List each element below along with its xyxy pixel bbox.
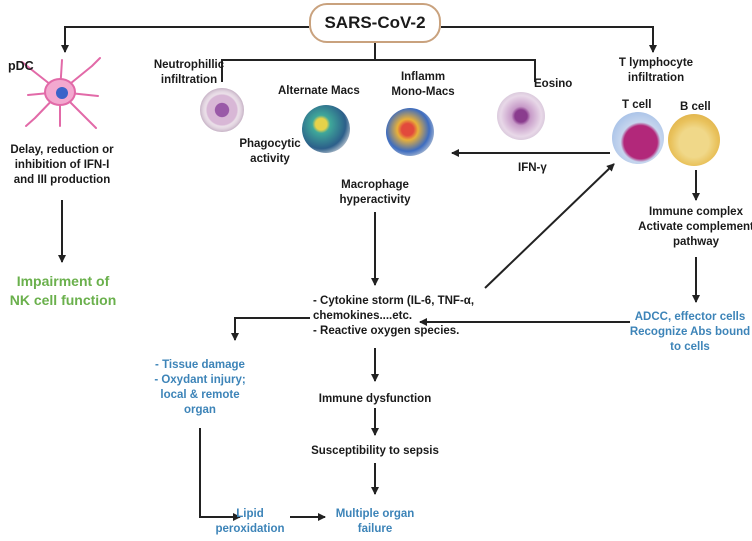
immune-complex-label: Immune complex Activate complement pathw… bbox=[638, 206, 752, 248]
inflamm-mono-macs-label: Inflamm Mono-Macs bbox=[391, 71, 455, 98]
adcc-label: ADCC, effector cells Recognize Abs bound… bbox=[629, 311, 751, 353]
root-node: SARS-CoV-2 bbox=[309, 3, 441, 43]
neutrophil-label: Neutrophillic infiltration bbox=[153, 59, 225, 86]
arrow-storm-to-tcell bbox=[484, 163, 615, 289]
pdc-cell-illustration bbox=[21, 57, 101, 129]
cytokine-storm-label: - Cytokine storm (IL-6, TNF-α, chemokine… bbox=[313, 295, 475, 337]
ifn-gamma-label: IFN-γ bbox=[518, 162, 547, 174]
t-cell bbox=[612, 112, 664, 164]
organ-failure-label: Multiple organ failure bbox=[335, 508, 415, 535]
arrow-storm-to-tissue bbox=[231, 317, 310, 341]
pdc-label: pDC bbox=[8, 59, 34, 73]
neutrophil-cell bbox=[200, 88, 244, 132]
eosino-cell bbox=[497, 92, 545, 140]
lipid-peroxidation-label: Lipid peroxidation bbox=[215, 508, 285, 535]
sepsis-label: Susceptibility to sepsis bbox=[311, 445, 439, 457]
arrow-root-to-pdc bbox=[61, 26, 309, 53]
nk-impairment-label: Impairment of NK cell function bbox=[9, 273, 117, 308]
alternate-macs-cell bbox=[302, 105, 350, 153]
root-label: SARS-CoV-2 bbox=[324, 13, 426, 32]
tissue-damage-label: - Tissue damage - Oxydant injury; local … bbox=[154, 359, 246, 416]
inflamm-mono-macs-cell bbox=[386, 108, 434, 156]
alternate-macs-label: Alternate Macs bbox=[278, 85, 360, 97]
infiltration-bracket bbox=[221, 59, 536, 82]
eosino-label: Eosino bbox=[534, 78, 573, 90]
b-cell-label: B cell bbox=[680, 101, 711, 113]
immune-dysfunction-label: Immune dysfunction bbox=[318, 393, 432, 405]
ifn-effect-label: Delay, reduction or inhibition of IFN-I … bbox=[10, 144, 114, 186]
arrow-root-to-t-lymphocyte bbox=[441, 26, 657, 53]
phagocytic-label: Phagocytic activity bbox=[239, 138, 301, 165]
t-cell-label: T cell bbox=[622, 99, 652, 111]
t-lymphocyte-label: T lymphocyte infiltration bbox=[618, 57, 694, 84]
b-cell bbox=[668, 114, 720, 166]
macrophage-hyperactivity-label: Macrophage hyperactivity bbox=[339, 179, 411, 206]
arrow-tissue-to-lipid bbox=[199, 428, 241, 521]
